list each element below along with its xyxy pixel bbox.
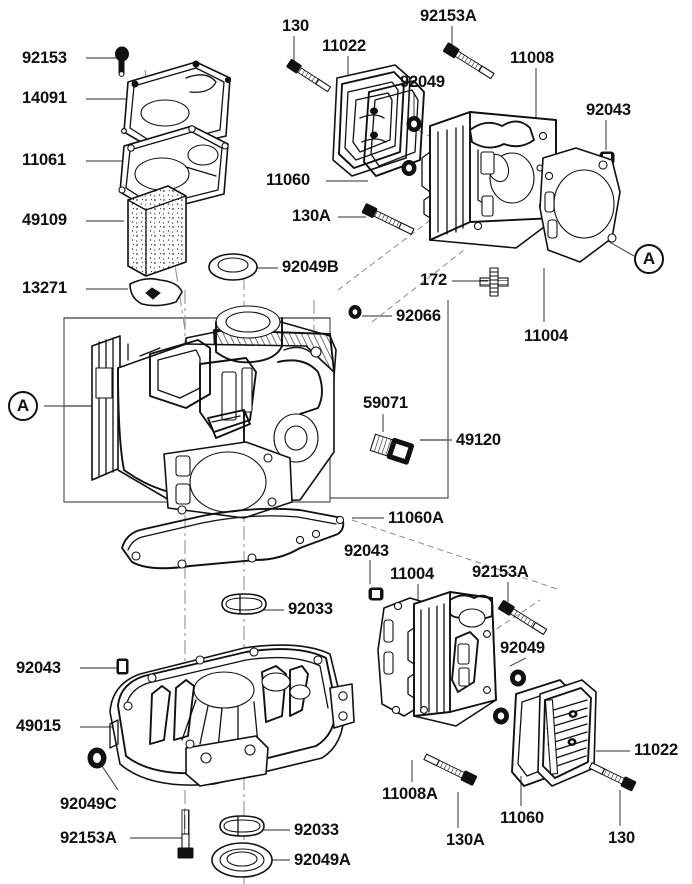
part-92049C-seal — [87, 747, 107, 769]
part-14091-breather-cover — [120, 60, 232, 153]
part-11004-head-gasket — [539, 147, 621, 263]
callout-59071: 59071 — [363, 394, 408, 412]
part-92033-circlip-upper — [221, 593, 267, 615]
callout-92049: 92049 — [400, 73, 445, 91]
part-11060A-crankcase-gasket — [121, 507, 345, 570]
part-92066-plug — [348, 305, 362, 319]
part-11060-cover-gasket — [363, 80, 425, 177]
callout-92049C: 92049C — [60, 795, 117, 813]
callout-11061: 11061 — [22, 151, 66, 169]
callout-130: 130 — [282, 17, 309, 35]
callout-92153A-2: 92153A — [472, 563, 529, 581]
callout-92049A: 92049A — [294, 851, 351, 869]
part-172-stud — [479, 267, 509, 297]
callout-11004-2: 11004 — [390, 565, 434, 583]
part-92153-bolt — [115, 46, 129, 77]
callout-11008: 11008 — [510, 49, 554, 67]
part-92049B-seal — [208, 253, 258, 281]
callout-13271: 13271 — [22, 279, 67, 297]
callout-172: 172 — [420, 271, 447, 289]
callout-49109: 49109 — [22, 211, 67, 229]
part-92153A-bolt-bottom — [177, 809, 194, 859]
callout-11008A: 11008A — [382, 785, 438, 803]
part-49120-cylinder-block — [91, 305, 337, 519]
callout-92043: 92043 — [586, 101, 631, 119]
callout-92153: 92153 — [22, 49, 67, 67]
part-130A-bolt-upper — [361, 203, 415, 235]
part-92049A-seal-bottom — [211, 842, 273, 878]
part-130A-bolt-lower — [423, 753, 478, 786]
part-92033-circlip-bottom — [219, 815, 265, 837]
callout-11022-2: 11022 — [634, 741, 678, 759]
part-92153A-bolt-upper — [442, 42, 495, 80]
callout-92043-3: 92043 — [16, 659, 61, 677]
callout-11060: 11060 — [266, 171, 310, 189]
part-59071-joint — [369, 433, 415, 465]
ref-marker-a-left: A — [8, 391, 38, 421]
part-92153A-bolt-lower — [498, 600, 548, 636]
callout-130A-2: 130A — [446, 831, 485, 849]
callout-14091: 14091 — [22, 89, 67, 107]
part-11008A-cylinder-head — [407, 591, 497, 727]
callout-11022: 11022 — [322, 37, 366, 55]
part-92049-seal-lower — [493, 669, 526, 725]
callout-130A: 130A — [292, 207, 331, 225]
callout-92049B: 92049B — [282, 258, 339, 276]
callout-11060-2: 11060 — [500, 809, 544, 827]
part-13271-plate — [129, 277, 183, 307]
part-49015-crankcase-cover — [109, 644, 355, 787]
ref-marker-a-right: A — [634, 244, 664, 274]
callout-11004: 11004 — [524, 327, 568, 345]
callout-92049-2: 92049 — [500, 639, 545, 657]
part-130-bolt — [286, 59, 332, 93]
part-49109-breather-element — [127, 185, 187, 277]
callout-49015: 49015 — [16, 717, 61, 735]
callout-92033-2: 92033 — [294, 821, 339, 839]
part-92049-seal-upper — [401, 116, 422, 176]
part-92043-dowel-right — [368, 587, 384, 601]
part-11008-cylinder-head — [421, 111, 557, 249]
part-11022-head-cover-lower — [537, 679, 597, 787]
callout-92033: 92033 — [288, 600, 333, 618]
part-11061-breather-gasket — [118, 125, 229, 213]
callout-92043-2: 92043 — [344, 542, 389, 560]
part-130-bolt-lower — [588, 762, 637, 792]
callout-49120: 49120 — [456, 431, 501, 449]
callout-92153A: 92153A — [420, 7, 477, 25]
callout-92066: 92066 — [396, 307, 441, 325]
callout-92153A-3: 92153A — [60, 829, 117, 847]
callout-130-2: 130 — [608, 829, 635, 847]
part-11022-head-cover — [332, 64, 411, 177]
callout-11060A: 11060A — [388, 509, 444, 527]
part-92043-dowel-lower — [116, 658, 129, 675]
